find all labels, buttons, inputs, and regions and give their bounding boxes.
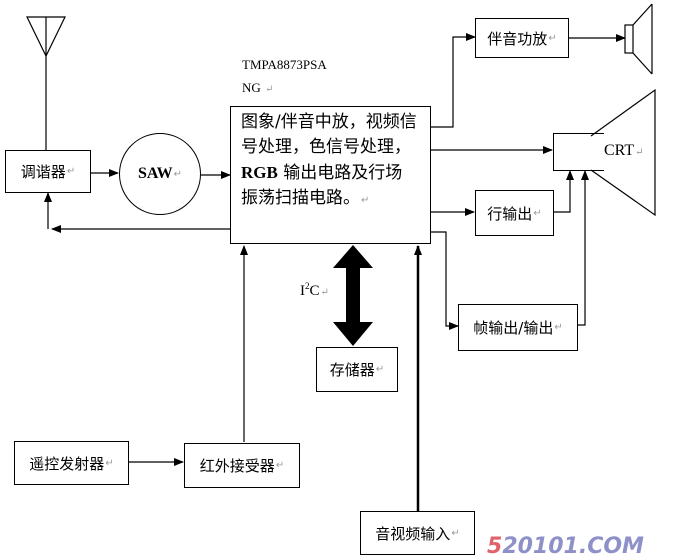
tuner-label: 调谐器 bbox=[20, 163, 66, 181]
i2c-sup: 2 bbox=[305, 281, 310, 291]
paragraph-mark: ↵ bbox=[554, 322, 563, 333]
horizontal-output-label: 行输出 bbox=[487, 204, 533, 223]
i2c-prefix: I bbox=[300, 283, 305, 299]
chip-description-line1: 图象/伴音中放，视频信 bbox=[241, 112, 417, 132]
chip-description-line4-text: 振荡扫描电路。 bbox=[241, 188, 360, 208]
audio-amp-block: 伴音功放↵ bbox=[475, 18, 569, 58]
paragraph-mark: ↵ bbox=[66, 166, 76, 177]
i2c-bus-arrow bbox=[333, 245, 373, 346]
chip-model-line1: TMPA8873PSA bbox=[242, 57, 327, 72]
paragraph-mark: ↵ bbox=[105, 457, 114, 469]
chip-model-line2: NG ↵ bbox=[242, 80, 273, 96]
memory-label: 存储器 bbox=[329, 361, 375, 379]
vertical-output-block: 帧输出/输出↵ bbox=[458, 304, 578, 351]
chip-description-line3: RGB 输出电路及行场 bbox=[241, 160, 417, 186]
paragraph-mark: ↵ bbox=[361, 195, 370, 206]
crt-tube-icon bbox=[590, 88, 656, 217]
chip-description-line4: 振荡扫描电路。↵ bbox=[241, 186, 417, 213]
saw-label: SAW bbox=[137, 165, 173, 182]
wire-hout-crt bbox=[554, 170, 574, 213]
av-input-label: 音视频输入 bbox=[375, 524, 451, 543]
watermark-rest: 20101.COM bbox=[502, 534, 644, 559]
remote-transmitter-label: 遥控发射器 bbox=[29, 454, 105, 473]
ir-receiver-block: 红外接受器↵ bbox=[184, 443, 300, 488]
crt-block: CRT↵ bbox=[553, 133, 644, 171]
paragraph-mark: ↵ bbox=[533, 207, 542, 219]
chip-description-line2: 号处理，色信号处理， bbox=[241, 137, 411, 157]
paragraph-mark: ↵ bbox=[451, 527, 460, 539]
speaker-icon bbox=[624, 3, 653, 75]
av-input-block: 音视频输入↵ bbox=[360, 511, 475, 555]
paragraph-mark: ↵ bbox=[375, 364, 385, 375]
chip-description-rgb: RGB bbox=[241, 163, 278, 182]
ir-receiver-label: 红外接受器 bbox=[199, 457, 275, 475]
wire-chip-audio bbox=[430, 33, 476, 128]
chip-description: 图象/伴音中放，视频信 号处理，色信号处理， RGB 输出电路及行场 振荡扫描电… bbox=[241, 110, 417, 213]
i2c-label: I2C↵ bbox=[300, 281, 329, 300]
remote-transmitter-block: 遥控发射器↵ bbox=[14, 441, 129, 485]
watermark-highlight: 5 bbox=[487, 534, 503, 559]
watermark-logo: 520101.COM bbox=[487, 534, 644, 559]
paragraph-mark: ↵ bbox=[320, 287, 329, 298]
wire-vout-crt bbox=[578, 170, 589, 326]
chip-model-line2-text: NG bbox=[242, 80, 261, 95]
vertical-output-label: 帧输出/输出 bbox=[473, 319, 554, 337]
saw-filter-block: SAW↵ bbox=[119, 133, 201, 215]
paragraph-mark: ↵ bbox=[275, 460, 285, 471]
paragraph-mark: ↵ bbox=[173, 168, 183, 180]
horizontal-output-block: 行输出↵ bbox=[475, 190, 554, 236]
paragraph-mark: ↵ bbox=[265, 84, 274, 95]
paragraph-mark: ↵ bbox=[635, 147, 644, 158]
wire-chip-vout bbox=[430, 231, 459, 330]
chip-description-line3-rest: 输出电路及行场 bbox=[277, 163, 403, 183]
memory-block: 存储器↵ bbox=[316, 347, 398, 392]
audio-amp-label: 伴音功放 bbox=[487, 29, 548, 48]
antenna-icon bbox=[26, 16, 66, 150]
i2c-suffix: C bbox=[309, 283, 320, 299]
crt-label: CRT bbox=[604, 142, 635, 159]
tuner-block: 调谐器↵ bbox=[5, 150, 91, 193]
paragraph-mark: ↵ bbox=[548, 32, 557, 44]
chip-main-box: 图象/伴音中放，视频信 号处理，色信号处理， RGB 输出电路及行场 振荡扫描电… bbox=[230, 106, 431, 244]
